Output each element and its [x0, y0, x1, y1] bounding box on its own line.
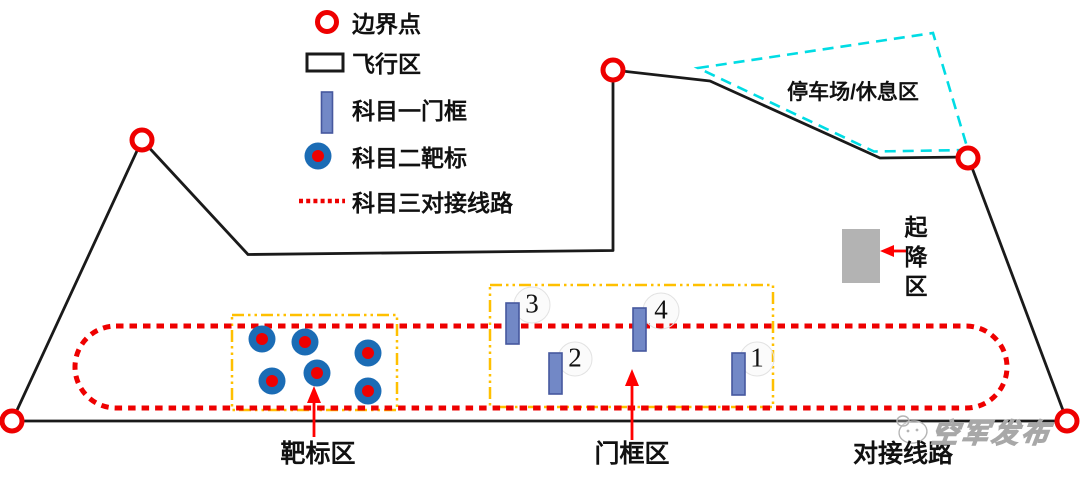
legend-label-target: 科目二靶标 — [352, 145, 467, 171]
legend-label-flight-zone: 飞行区 — [352, 51, 421, 77]
boundary-points-group — [0, 57, 1080, 434]
target-icon — [304, 142, 332, 170]
boundary-point-bottom-left — [0, 408, 25, 434]
watermark-text: 空军发布 — [929, 418, 1055, 449]
gate-zone-arrow-head — [625, 369, 639, 386]
gates-group — [505, 302, 746, 396]
boundary-point-icon — [315, 10, 339, 34]
watermark-logo-icon — [896, 415, 928, 444]
landing-area-label: 起降区 — [904, 214, 928, 299]
target-5 — [303, 359, 331, 387]
gate-3-number: 3 — [525, 288, 539, 319]
target-1 — [248, 325, 276, 353]
legend-label-gate: 科目一门框 — [352, 98, 467, 124]
gate-2-number: 2 — [568, 342, 582, 373]
landing-pad — [842, 229, 880, 283]
flight-zone-icon — [305, 52, 345, 73]
flight-zone-boundary — [10, 68, 1069, 423]
parking-area-label: 停车场/休息区 — [787, 81, 919, 104]
gate-1-number: 1 — [750, 342, 764, 373]
gate-3 — [505, 302, 520, 345]
targets-group — [248, 325, 382, 405]
legend-symbols — [299, 10, 345, 204]
docking-route — [72, 323, 1010, 411]
boundary-point-top-center — [600, 57, 626, 83]
target-3 — [354, 339, 382, 367]
gate-1 — [731, 352, 746, 396]
boundary-point-left-peak — [129, 127, 155, 153]
gate-4-number: 4 — [654, 294, 668, 325]
legend-label-route: 科目三对接线路 — [352, 190, 513, 216]
target-4 — [258, 367, 286, 395]
gate-2 — [548, 352, 563, 395]
boundary-point-bottom-right — [1054, 408, 1080, 434]
target-zone-arrow-head — [307, 386, 321, 403]
target-2 — [291, 328, 319, 356]
gate-zone-label: 门框区 — [594, 440, 670, 468]
gate-icon — [320, 91, 334, 134]
target-zone-label: 靶标区 — [280, 440, 356, 468]
docking-route-label: 对接线路 — [852, 440, 954, 468]
legend-label-boundary-point: 边界点 — [352, 11, 421, 37]
landing-arrow-head — [880, 245, 894, 257]
boundary-point-right — [955, 145, 981, 171]
target-6 — [354, 377, 382, 405]
callout-arrows — [307, 245, 906, 440]
gate-4 — [632, 307, 647, 352]
